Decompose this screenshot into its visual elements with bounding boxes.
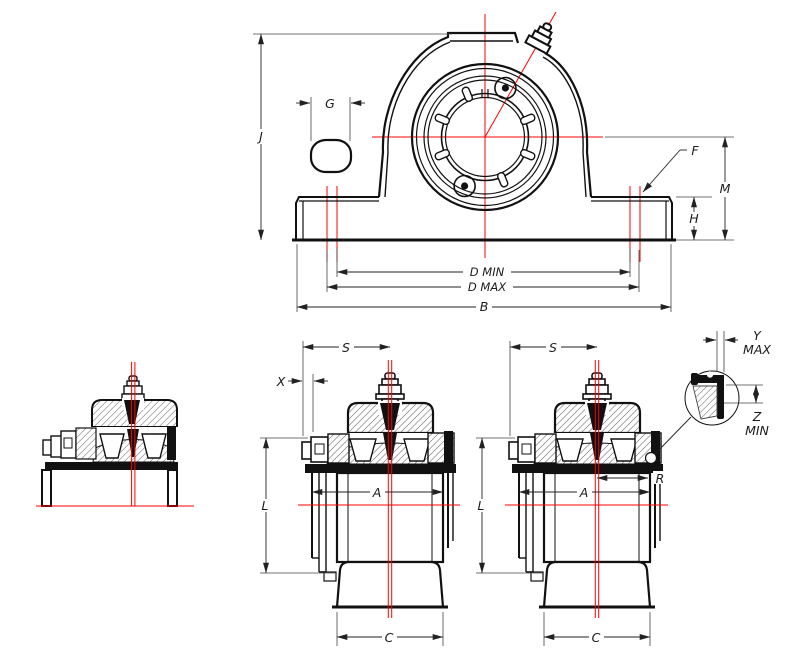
side-view-left <box>36 362 194 507</box>
dim-L-right: L <box>475 437 543 574</box>
base-slot-hole <box>309 138 353 174</box>
dim-label-s-right: S <box>549 340 557 355</box>
dim-label-r-right: R <box>656 471 665 486</box>
dim-J: J <box>253 33 452 241</box>
dim-label-z-min: MIN <box>745 423 769 438</box>
front-bearing <box>410 62 560 212</box>
dim-A-middle: A <box>311 485 444 500</box>
dim-L-middle: L <box>259 437 336 574</box>
setscrew-upper <box>494 76 517 100</box>
dim-F: F <box>642 143 699 193</box>
dim-DMIN: D MIN <box>336 248 631 279</box>
dim-label-z: Z <box>752 409 762 424</box>
front-housing <box>292 22 676 242</box>
side-part <box>300 372 456 609</box>
dim-G: G <box>296 96 365 141</box>
side-view-middle: S X L A C <box>259 340 460 646</box>
setscrew-lower <box>453 174 476 198</box>
dim-label-x-middle: X <box>276 374 286 389</box>
detail-leader <box>644 416 692 465</box>
dim-label-dmin: D MIN <box>470 265 505 279</box>
grease-fitting-front <box>524 22 553 55</box>
dim-C-middle: C <box>336 612 444 646</box>
dim-label-l-middle: L <box>262 498 269 513</box>
collar-tabs <box>434 86 536 188</box>
dim-H: H <box>676 196 712 241</box>
dim-label-y-max: MAX <box>743 342 771 357</box>
dim-label-dmax: D MAX <box>468 280 507 294</box>
dim-label-c-middle: C <box>385 630 394 645</box>
front-centerlines <box>326 11 641 262</box>
detail-view: Y MAX Z MIN <box>684 328 771 438</box>
dim-DMAX: D MAX <box>326 250 640 294</box>
dim-M: M <box>605 136 734 241</box>
left-centerlines <box>36 362 194 507</box>
side-view-right: S L A C R <box>475 340 692 646</box>
seal-section <box>691 371 724 420</box>
dim-X-middle: X <box>276 374 328 432</box>
dim-Y-max: Y MAX <box>703 328 771 372</box>
dim-label-h: H <box>689 211 699 226</box>
dim-label-a-right: A <box>579 485 589 500</box>
dim-label-b: B <box>480 299 489 314</box>
dim-label-j: J <box>256 129 263 144</box>
dim-label-c-right: C <box>592 630 601 645</box>
dim-R-right: R <box>596 471 667 486</box>
dim-label-s-middle: S <box>342 340 350 355</box>
dim-label-f: F <box>691 143 699 158</box>
dim-label-y: Y <box>753 328 762 343</box>
dim-label-a-middle: A <box>372 485 382 500</box>
dim-C-right: C <box>543 612 651 646</box>
dim-S-middle: S <box>302 340 391 436</box>
dim-A-right: A <box>518 485 651 500</box>
dim-label-g: G <box>325 96 335 111</box>
front-view: J G F M H <box>253 11 734 314</box>
left-part <box>41 375 178 507</box>
dim-B: B <box>296 244 672 314</box>
dim-Z-min: Z MIN <box>724 384 770 438</box>
dim-S-right: S <box>509 340 598 436</box>
dim-label-l-right: L <box>478 498 485 513</box>
dim-label-m: M <box>720 181 731 196</box>
